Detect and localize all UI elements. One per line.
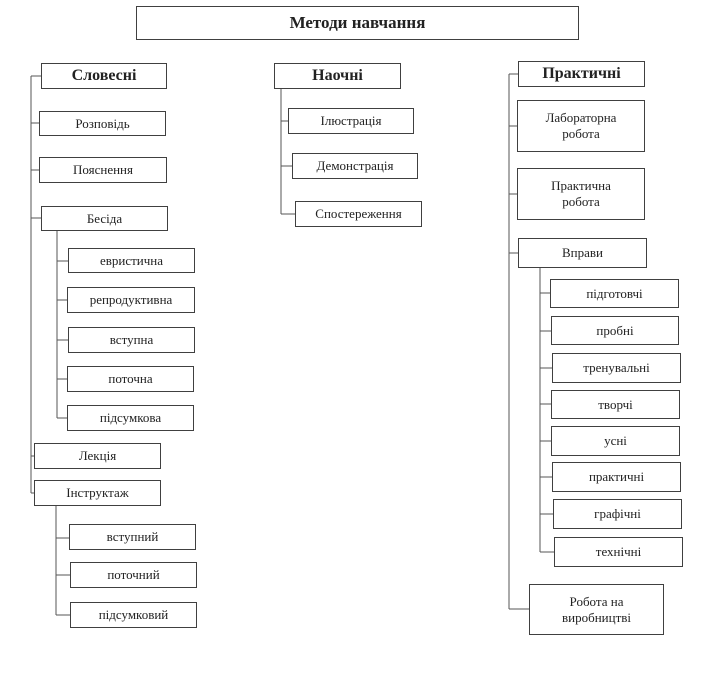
- exercise-type-node: усні: [551, 426, 680, 456]
- lab-work-node: Лабораторна робота: [517, 100, 645, 152]
- visual-methods-node: Наочні: [274, 63, 401, 89]
- practical-methods-node: Практичні: [518, 61, 645, 87]
- instruction-type-node: поточний: [70, 562, 197, 588]
- exercise-type-node: пробні: [551, 316, 679, 345]
- exercises-node: Вправи: [518, 238, 647, 268]
- exercise-type-node: практичні: [552, 462, 681, 492]
- visual-item-node: Ілюстрація: [288, 108, 414, 134]
- visual-item-node: Демонстрація: [292, 153, 418, 179]
- instruction-node: Інструктаж: [34, 480, 161, 506]
- story-node: Розповідь: [39, 111, 166, 136]
- exercise-type-node: технічні: [554, 537, 683, 567]
- exercise-type-node: підготовчі: [550, 279, 679, 308]
- production-work-node: Робота на виробництві: [529, 584, 664, 635]
- exercise-type-node: тренувальні: [552, 353, 681, 383]
- conversation-type-node: поточна: [67, 366, 194, 392]
- exercise-type-node: творчі: [551, 390, 680, 419]
- conversation-type-node: евристична: [68, 248, 195, 273]
- conversation-type-node: підсумкова: [67, 405, 194, 431]
- conversation-type-node: репродуктивна: [67, 287, 195, 313]
- diagram-title: Методи навчання: [136, 6, 579, 40]
- conversation-node: Бесіда: [41, 206, 168, 231]
- instruction-type-node: підсумковий: [70, 602, 197, 628]
- conversation-type-node: вступна: [68, 327, 195, 353]
- verbal-methods-node: Словесні: [41, 63, 167, 89]
- lecture-node: Лекція: [34, 443, 161, 469]
- practical-work-node: Практична робота: [517, 168, 645, 220]
- visual-item-node: Спостереження: [295, 201, 422, 227]
- instruction-type-node: вступний: [69, 524, 196, 550]
- explanation-node: Пояснення: [39, 157, 167, 183]
- exercise-type-node: графічні: [553, 499, 682, 529]
